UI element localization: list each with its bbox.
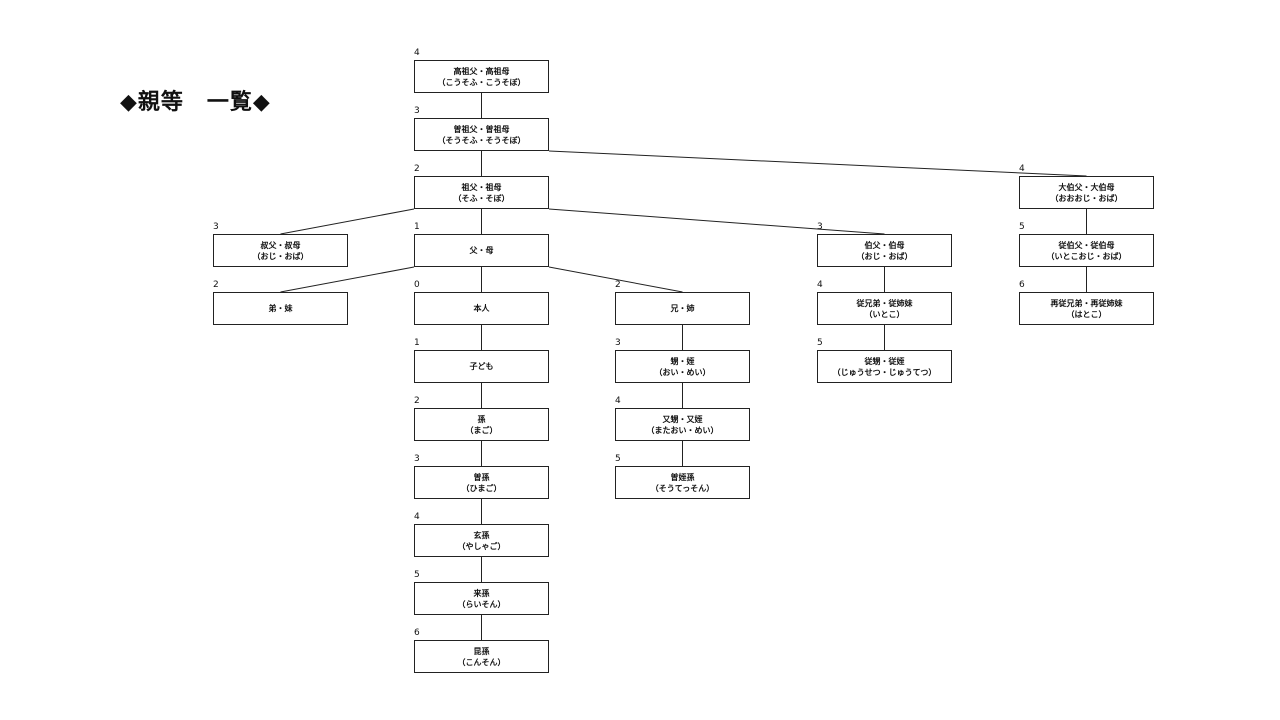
relative-reading: （じゅうせつ・じゅうてつ） bbox=[832, 367, 937, 377]
relative-box-kodomo: 子ども bbox=[414, 350, 549, 383]
degree-label-konson: 6 bbox=[414, 628, 420, 638]
degree-label-koso: 4 bbox=[414, 48, 420, 58]
relative-name: 曽祖父・曽祖母 bbox=[453, 124, 510, 134]
degree-label-sofu: 2 bbox=[414, 164, 420, 174]
relative-name: 従伯父・従伯母 bbox=[1058, 240, 1115, 250]
relative-box-jusetsu: 従甥・従姪（じゅうせつ・じゅうてつ） bbox=[817, 350, 952, 383]
connector-sofu-ojiHaku bbox=[548, 208, 885, 235]
relative-name: 来孫 bbox=[473, 588, 490, 598]
degree-label-oi: 3 bbox=[615, 338, 621, 348]
degree-label-yashago: 4 bbox=[414, 512, 420, 522]
degree-label-ototo: 2 bbox=[213, 280, 219, 290]
connector-fubo-ototo bbox=[280, 266, 415, 293]
relative-name: 又甥・又姪 bbox=[662, 414, 703, 424]
relative-reading: （いとこおじ・おば） bbox=[1046, 251, 1127, 261]
relative-reading: （おじ・おば） bbox=[252, 251, 309, 261]
relative-box-yashago: 玄孫（やしゃご） bbox=[414, 524, 549, 557]
relative-name: 叔父・叔母 bbox=[260, 240, 301, 250]
relative-reading: （まご） bbox=[465, 425, 498, 435]
relative-box-koso: 高祖父・高祖母（こうそふ・こうそぼ） bbox=[414, 60, 549, 93]
relative-box-mataoi: 又甥・又姪（またおい・めい） bbox=[615, 408, 750, 441]
relative-name: 曽孫 bbox=[473, 472, 490, 482]
relative-name: 高祖父・高祖母 bbox=[453, 66, 510, 76]
degree-label-hatoko: 6 bbox=[1019, 280, 1025, 290]
relative-reading: （いとこ） bbox=[864, 309, 905, 319]
relative-box-hatoko: 再従兄弟・再従姉妹（はとこ） bbox=[1019, 292, 1154, 325]
degree-label-soutesson: 5 bbox=[615, 454, 621, 464]
relative-box-fubo: 父・母 bbox=[414, 234, 549, 267]
relative-name: 伯父・伯母 bbox=[864, 240, 905, 250]
relative-reading: （らいそん） bbox=[457, 599, 506, 609]
relative-box-itoko: 従兄弟・従姉妹（いとこ） bbox=[817, 292, 952, 325]
degree-label-jiHaku: 5 bbox=[1019, 222, 1025, 232]
relative-reading: （またおい・めい） bbox=[646, 425, 719, 435]
relative-name: 本人 bbox=[473, 304, 490, 313]
relative-box-mago: 孫（まご） bbox=[414, 408, 549, 441]
degree-label-mataoi: 4 bbox=[615, 396, 621, 406]
relative-reading: （こうそふ・こうそぼ） bbox=[437, 77, 526, 87]
relative-name: 祖父・祖母 bbox=[461, 182, 502, 192]
relative-reading: （おおおじ・おば） bbox=[1050, 193, 1123, 203]
relative-name: 大伯父・大伯母 bbox=[1058, 182, 1115, 192]
relative-box-raison: 来孫（らいそん） bbox=[414, 582, 549, 615]
connector-soso-daiHaku bbox=[548, 150, 1087, 177]
relative-name: 玄孫 bbox=[473, 530, 490, 540]
page-title: ◆親等 一覧◆ bbox=[120, 90, 271, 115]
connector-sofu-ojiShuku bbox=[280, 208, 415, 235]
degree-label-kodomo: 1 bbox=[414, 338, 420, 348]
relative-reading: （こんそん） bbox=[457, 657, 506, 667]
relative-box-konson: 昆孫（こんそん） bbox=[414, 640, 549, 673]
degree-label-mago: 2 bbox=[414, 396, 420, 406]
degree-label-ojiHaku: 3 bbox=[817, 222, 823, 232]
relative-reading: （やしゃご） bbox=[457, 541, 506, 551]
relative-box-sofu: 祖父・祖母（そふ・そぼ） bbox=[414, 176, 549, 209]
relative-box-ani: 兄・姉 bbox=[615, 292, 750, 325]
relative-box-himago: 曽孫（ひまご） bbox=[414, 466, 549, 499]
relative-name: 再従兄弟・再従姉妹 bbox=[1050, 298, 1123, 308]
relative-name: 従甥・従姪 bbox=[864, 356, 905, 366]
relative-box-daiHaku: 大伯父・大伯母（おおおじ・おば） bbox=[1019, 176, 1154, 209]
relative-name: 子ども bbox=[469, 362, 494, 371]
degree-label-raison: 5 bbox=[414, 570, 420, 580]
relative-box-honnin: 本人 bbox=[414, 292, 549, 325]
degree-label-soso: 3 bbox=[414, 106, 420, 116]
degree-label-jusetsu: 5 bbox=[817, 338, 823, 348]
degree-label-itoko: 4 bbox=[817, 280, 823, 290]
relative-name: 甥・姪 bbox=[670, 356, 695, 366]
degree-label-ojiShuku: 3 bbox=[213, 222, 219, 232]
degree-label-ani: 2 bbox=[615, 280, 621, 290]
relative-name: 兄・姉 bbox=[670, 304, 695, 313]
degree-label-himago: 3 bbox=[414, 454, 420, 464]
relative-box-jiHaku: 従伯父・従伯母（いとこおじ・おば） bbox=[1019, 234, 1154, 267]
relative-box-ototo: 弟・妹 bbox=[213, 292, 348, 325]
relative-name: 曽姪孫 bbox=[670, 472, 695, 482]
relative-name: 父・母 bbox=[469, 246, 494, 255]
relative-reading: （そうてっそん） bbox=[650, 483, 715, 493]
relative-name: 孫 bbox=[477, 414, 486, 424]
connector-fubo-ani bbox=[548, 266, 683, 293]
relative-box-ojiShuku: 叔父・叔母（おじ・おば） bbox=[213, 234, 348, 267]
relative-box-ojiHaku: 伯父・伯母（おじ・おば） bbox=[817, 234, 952, 267]
relative-reading: （おじ・おば） bbox=[856, 251, 913, 261]
relative-name: 従兄弟・従姉妹 bbox=[856, 298, 913, 308]
relative-name: 弟・妹 bbox=[268, 304, 293, 313]
relative-reading: （はとこ） bbox=[1066, 309, 1107, 319]
relative-reading: （そうそふ・そうそぼ） bbox=[437, 135, 526, 145]
relative-reading: （おい・めい） bbox=[654, 367, 711, 377]
degree-label-daiHaku: 4 bbox=[1019, 164, 1025, 174]
relative-name: 昆孫 bbox=[473, 646, 490, 656]
relative-box-oi: 甥・姪（おい・めい） bbox=[615, 350, 750, 383]
relative-reading: （ひまご） bbox=[461, 483, 502, 493]
relative-box-soso: 曽祖父・曽祖母（そうそふ・そうそぼ） bbox=[414, 118, 549, 151]
relative-box-soutesson: 曽姪孫（そうてっそん） bbox=[615, 466, 750, 499]
relative-reading: （そふ・そぼ） bbox=[453, 193, 510, 203]
degree-label-honnin: 0 bbox=[414, 280, 420, 290]
degree-label-fubo: 1 bbox=[414, 222, 420, 232]
